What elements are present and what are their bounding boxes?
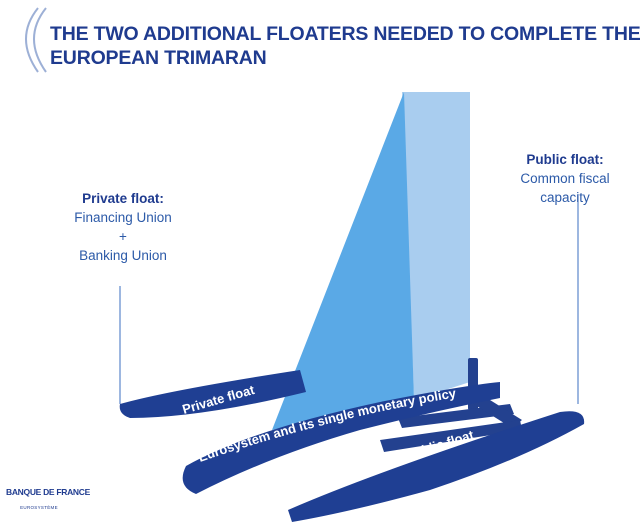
private-float-line: Banking Union (79, 248, 167, 263)
title-line-1: THE TWO ADDITIONAL FLOATERS NEEDED TO CO… (50, 23, 641, 45)
banque-de-france-logo: BANQUE DE FRANCE EUROSYSTÈME (6, 487, 90, 510)
public-float-line: Common fiscal (520, 171, 610, 186)
title-line-2: EUROPEAN TRIMARAN (50, 47, 267, 69)
logo-subtitle: EUROSYSTÈME (20, 505, 58, 510)
private-float-line: Financing Union (74, 210, 172, 225)
private-float-heading: Private float: (82, 191, 164, 206)
public-float-heading: Public float: (526, 152, 604, 167)
public-float-callout: Public float: Common fiscal capacity (500, 150, 630, 207)
private-float-line: + (119, 229, 127, 244)
double-bracket-icon (25, 7, 47, 73)
back-sail (402, 92, 470, 400)
private-float-hull (119, 370, 306, 418)
center-hull (182, 382, 500, 494)
logo-name: BANQUE DE FRANCE (6, 487, 90, 497)
public-float-hull (288, 411, 585, 522)
public-float-line: capacity (540, 190, 590, 205)
front-sail (272, 92, 414, 430)
page-title: THE TWO ADDITIONAL FLOATERS NEEDED TO CO… (50, 22, 641, 70)
private-float-callout: Private float: Financing Union + Banking… (58, 189, 188, 265)
